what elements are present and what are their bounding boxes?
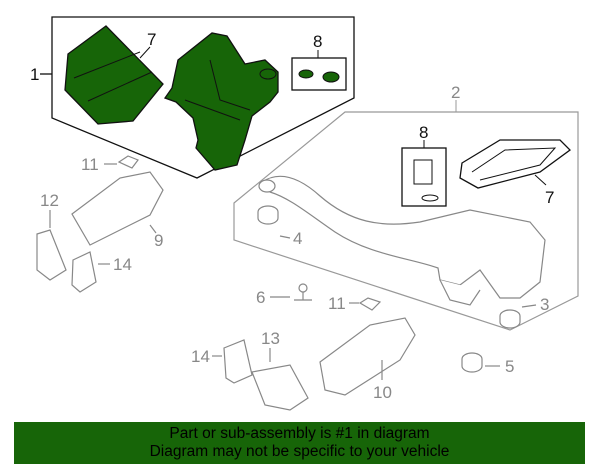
callout-6: 6 xyxy=(256,288,265,307)
callout-5: 5 xyxy=(505,357,514,376)
callout-8-top: 8 xyxy=(313,32,322,51)
part-9-resonator xyxy=(71,171,164,246)
callout-10: 10 xyxy=(373,383,392,402)
part-5-grommet xyxy=(461,352,483,373)
part-10-resonator xyxy=(319,317,416,396)
callout-12: 12 xyxy=(40,191,59,210)
callout-1: 1 xyxy=(30,65,39,84)
part-8-box-top xyxy=(291,57,347,91)
part-11-left xyxy=(117,155,139,169)
part-4-mount xyxy=(257,205,279,225)
part-3-mount xyxy=(499,309,521,329)
assembly-2-frame xyxy=(233,111,579,331)
banner-line-2: Diagram may not be specific to your vehi… xyxy=(149,443,450,460)
callout-4: 4 xyxy=(293,229,302,248)
callout-13: 13 xyxy=(261,329,280,348)
callout-7-right: 7 xyxy=(545,188,554,207)
callout-14-left: 14 xyxy=(113,255,132,274)
banner-line-1: Part or sub-assembly is #1 in diagram xyxy=(169,425,430,442)
callout-11-left: 11 xyxy=(81,155,99,174)
air-cleaner-housing-highlighted[interactable] xyxy=(163,32,279,171)
callout-11-right: 11 xyxy=(328,294,346,313)
part-13-seal xyxy=(251,364,309,411)
callout-8-right: 8 xyxy=(419,123,428,142)
callout-9: 9 xyxy=(154,231,163,250)
air-filter-right[interactable] xyxy=(459,139,571,189)
part-14-gasket xyxy=(71,251,97,293)
part-14-gasket-lower xyxy=(223,339,253,384)
callout-14-lower: 14 xyxy=(191,347,210,366)
air-filter-highlighted[interactable] xyxy=(64,25,164,125)
part-12-seal xyxy=(36,229,67,281)
part-11-right xyxy=(358,297,382,311)
assembly-1-frame xyxy=(51,16,355,179)
intake-duct[interactable] xyxy=(258,175,546,306)
diagram-notice-banner: Part or sub-assembly is #1 in diagram Di… xyxy=(14,422,585,464)
callout-2: 2 xyxy=(451,83,460,102)
callout-3: 3 xyxy=(540,295,549,314)
callout-7-top: 7 xyxy=(147,30,156,49)
